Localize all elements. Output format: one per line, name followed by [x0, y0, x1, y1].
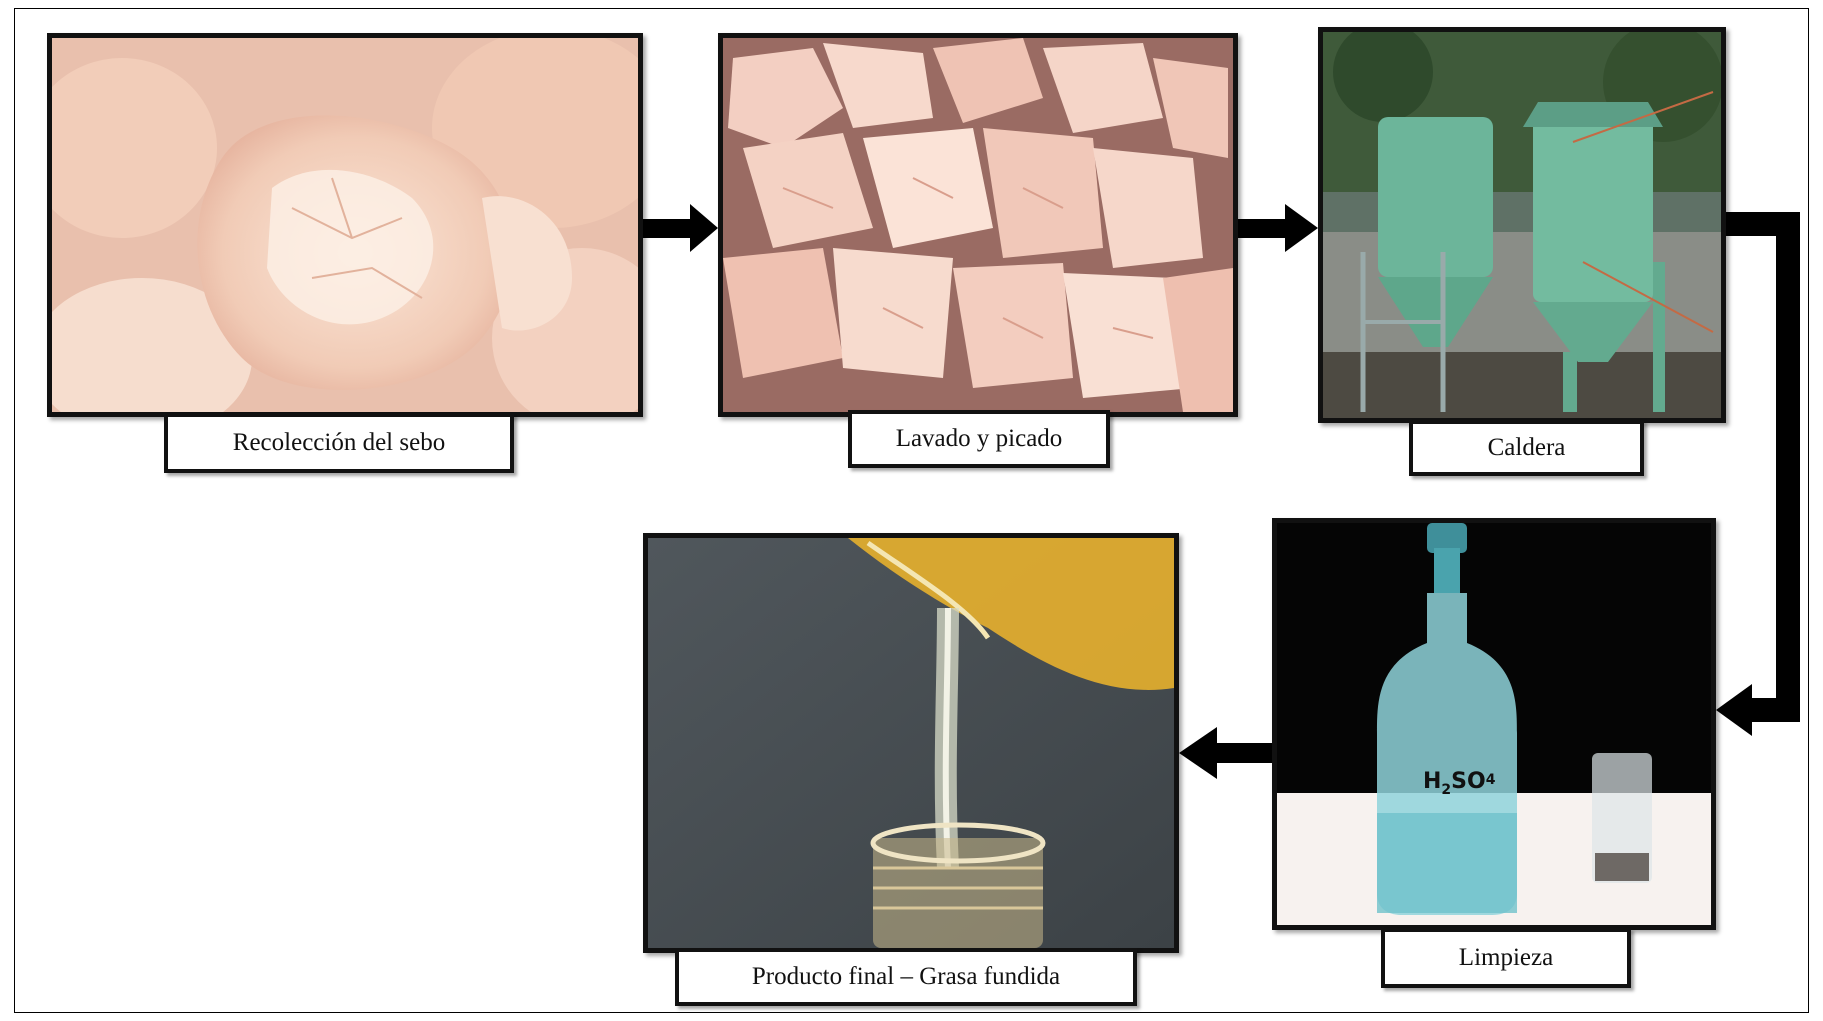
arrow-cleaning-to-final-product [1179, 727, 1272, 779]
arrow-boiler-to-cleaning [1716, 212, 1800, 736]
arrow-tallow-to-washing [643, 204, 718, 252]
arrow-washing-to-boiler [1238, 204, 1318, 252]
